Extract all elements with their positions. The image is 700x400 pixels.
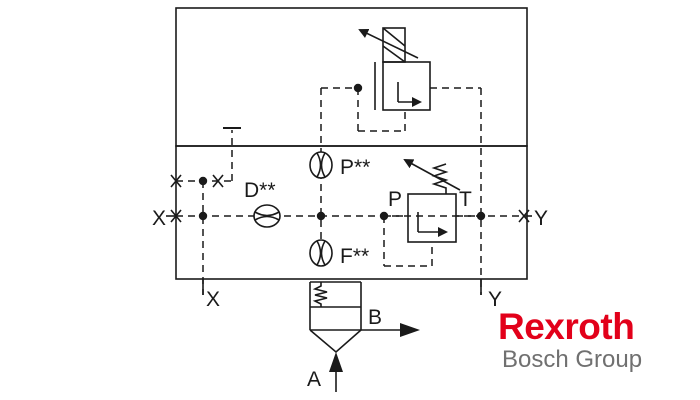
orifice-p [309, 151, 333, 179]
brand-logo-rexroth: Rexroth [498, 306, 635, 347]
proportional-arrow-icon [358, 28, 419, 59]
label-p-port: P [388, 188, 402, 211]
pilot-valve-housing [175, 7, 528, 147]
label-y-right: Y [534, 207, 548, 230]
brand-subtitle: Bosch Group [502, 346, 643, 373]
plug-mark-left-middle [170, 209, 182, 223]
label-a: A [307, 368, 321, 391]
plug-mark-left-upper [170, 174, 182, 188]
pilot-proportional-valve [357, 27, 481, 132]
valve-body [382, 61, 431, 111]
valve-seat-icon [309, 329, 362, 354]
relief-valve-body [407, 193, 457, 243]
junction-dot [198, 176, 208, 186]
pressure-relief-valve [383, 159, 481, 267]
spring-icon [431, 163, 449, 194]
orifice-f [309, 239, 333, 267]
adjust-arrow-icon [403, 159, 461, 191]
label-d: D** [244, 179, 276, 202]
orifice-d [253, 204, 281, 228]
logic-cartridge-valve [309, 281, 420, 392]
solenoid-box [382, 27, 406, 63]
label-t-port: T [459, 188, 472, 211]
logic-spring-icon [312, 282, 328, 307]
label-x-left: X [152, 207, 166, 230]
label-f: F** [340, 245, 369, 268]
label-p-orifice: P** [340, 156, 370, 179]
junction-dot [198, 211, 208, 221]
b-port-arrow-icon [400, 323, 420, 337]
label-y-bottom: Y [488, 288, 502, 311]
a-port-arrow-icon [329, 352, 343, 372]
label-x-bottom: X [206, 288, 220, 311]
plug-mark-left-upper-inner [212, 174, 224, 188]
label-b: B [368, 306, 382, 329]
junction-dot [316, 211, 326, 221]
plug-mark-right-middle [518, 209, 530, 223]
